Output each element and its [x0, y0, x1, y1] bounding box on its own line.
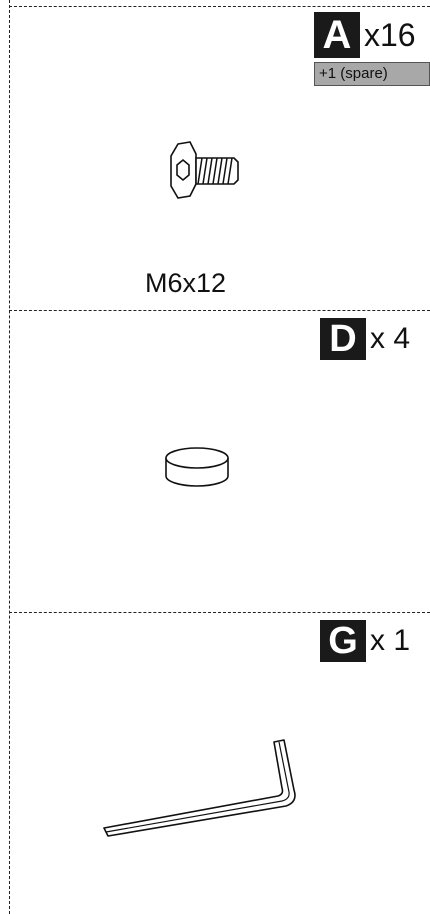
- left-dashed-border: [9, 0, 10, 914]
- allen-key-icon: [103, 739, 296, 837]
- top-dashed-divider: [9, 6, 430, 7]
- part-a-panel: A x16 +1 (spare) M6x12: [0, 0, 430, 310]
- part-g-badge: G x 1: [320, 620, 430, 662]
- part-g-panel: G x 1: [0, 612, 430, 914]
- middle-dashed-divider: [9, 310, 430, 311]
- part-d-badge: D x 4: [320, 318, 430, 360]
- part-a-caption: M6x12: [145, 268, 227, 298]
- hex-socket-bolt-icon: [170, 141, 239, 199]
- part-a-badge: A x16: [314, 12, 430, 58]
- part-quantity: x 1: [366, 620, 430, 662]
- part-letter: G: [320, 620, 366, 662]
- part-quantity: x16: [360, 12, 430, 58]
- part-quantity: x 4: [366, 318, 430, 360]
- lower-dashed-divider: [9, 612, 430, 613]
- part-letter: D: [320, 318, 366, 360]
- part-d-panel: D x 4: [0, 310, 430, 612]
- spare-label: +1 (spare): [314, 62, 430, 86]
- round-cap-icon: [165, 447, 229, 487]
- part-letter: A: [314, 12, 360, 58]
